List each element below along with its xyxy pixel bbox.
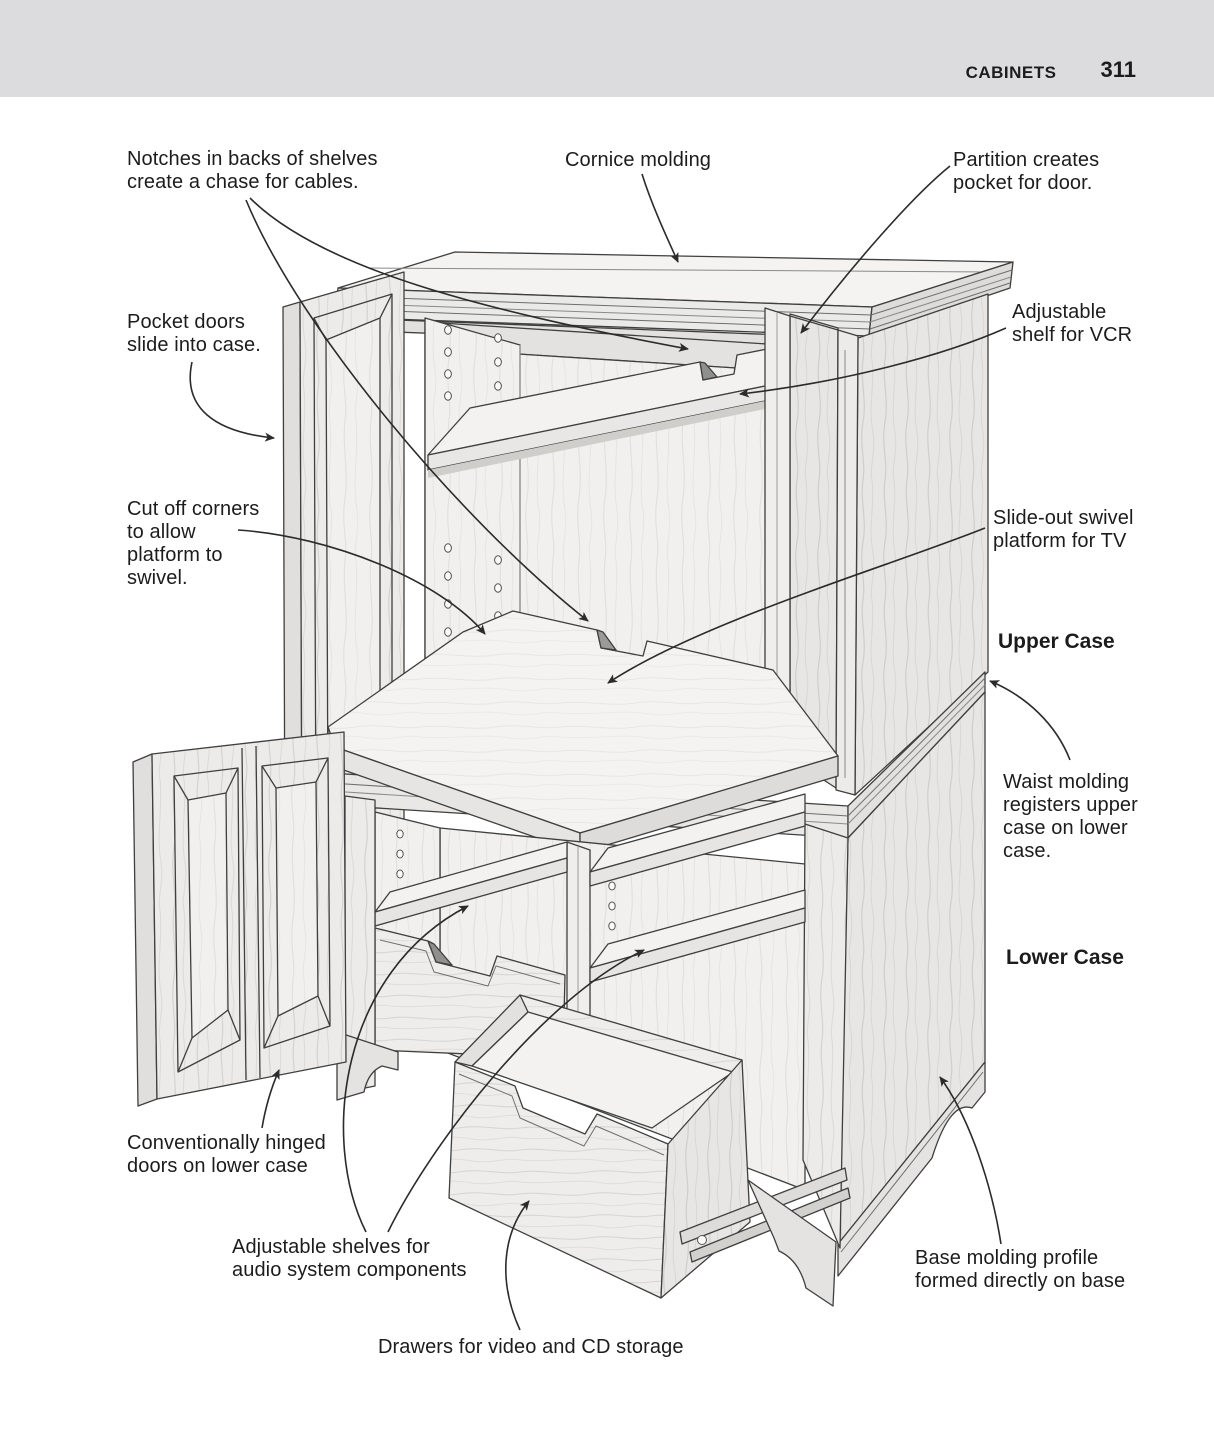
leader-slide-out <box>607 528 985 683</box>
label-upper-case: Upper Case <box>998 630 1115 653</box>
label-hinged-doors: Conventionally hinged doors on lower cas… <box>127 1132 326 1177</box>
leader-notches-platform <box>246 200 589 621</box>
right-audio-shelf-1 <box>590 794 805 886</box>
label-drawers: Drawers for video and CD storage <box>378 1336 684 1358</box>
label-notches: Notches in backs of shelves create a cha… <box>127 148 378 193</box>
platform-cable-notch <box>597 630 616 650</box>
leader-cornice <box>642 174 678 263</box>
vcr-shelf <box>428 349 770 478</box>
shelf-cable-notch <box>700 362 717 380</box>
upper-pocket-door <box>283 272 404 868</box>
label-cornice-molding: Cornice molding <box>565 149 712 171</box>
label-partition: Partition creates pocket for door. <box>953 149 1100 194</box>
leader-vcr-shelf <box>739 328 1006 398</box>
header-section-title: CABINETS <box>965 63 1057 82</box>
label-lower-case: Lower Case <box>1006 946 1124 969</box>
left-bracket-foot <box>337 1032 398 1100</box>
leader-hinged-doors <box>262 1069 279 1128</box>
leader-audio-shelf-right <box>388 950 645 1232</box>
leader-notches-shelf <box>250 198 689 352</box>
leader-audio-shelf-left <box>343 906 469 1232</box>
label-adjustable-shelves-audio: Adjustable shelves for audio system comp… <box>232 1236 467 1281</box>
lower-case-drawing <box>133 692 985 1306</box>
lower-shelf-pin-holes <box>397 830 615 930</box>
page-header: CABINETS 311 <box>0 0 1214 97</box>
right-bracket-foot <box>748 1180 836 1306</box>
upper-front-right-stile <box>836 330 858 795</box>
label-adjustable-shelf-vcr: Adjustable shelf for VCR <box>1012 301 1133 346</box>
leader-waist-molding <box>989 681 1070 760</box>
leader-cut-off-corners <box>238 530 486 635</box>
drawer-front <box>449 1062 668 1298</box>
door-raised-panel-left <box>174 768 240 1072</box>
pulled-out-drawer <box>449 995 850 1298</box>
right-audio-shelf-2 <box>590 890 805 982</box>
label-slide-out-platform: Slide-out swivel platform for TV <box>993 507 1134 552</box>
label-cut-off-corners: Cut off corners to allow platform to swi… <box>127 498 260 589</box>
leader-pocket-doors <box>190 362 275 442</box>
leader-lines <box>190 166 1070 1330</box>
leader-partition <box>801 166 950 334</box>
lower-front-right-stile <box>803 824 848 1248</box>
label-waist-molding: Waist molding registers upper case on lo… <box>1003 771 1138 862</box>
label-pocket-doors: Pocket doors slide into case. <box>127 311 261 356</box>
leader-drawers <box>506 1200 530 1330</box>
leader-base-molding <box>940 1076 1001 1244</box>
header-page-number: 311 <box>1100 57 1137 82</box>
label-base-molding: Base molding profile formed directly on … <box>915 1247 1126 1292</box>
lower-hinged-door <box>133 732 346 1106</box>
door-raised-panel-right <box>262 758 330 1048</box>
